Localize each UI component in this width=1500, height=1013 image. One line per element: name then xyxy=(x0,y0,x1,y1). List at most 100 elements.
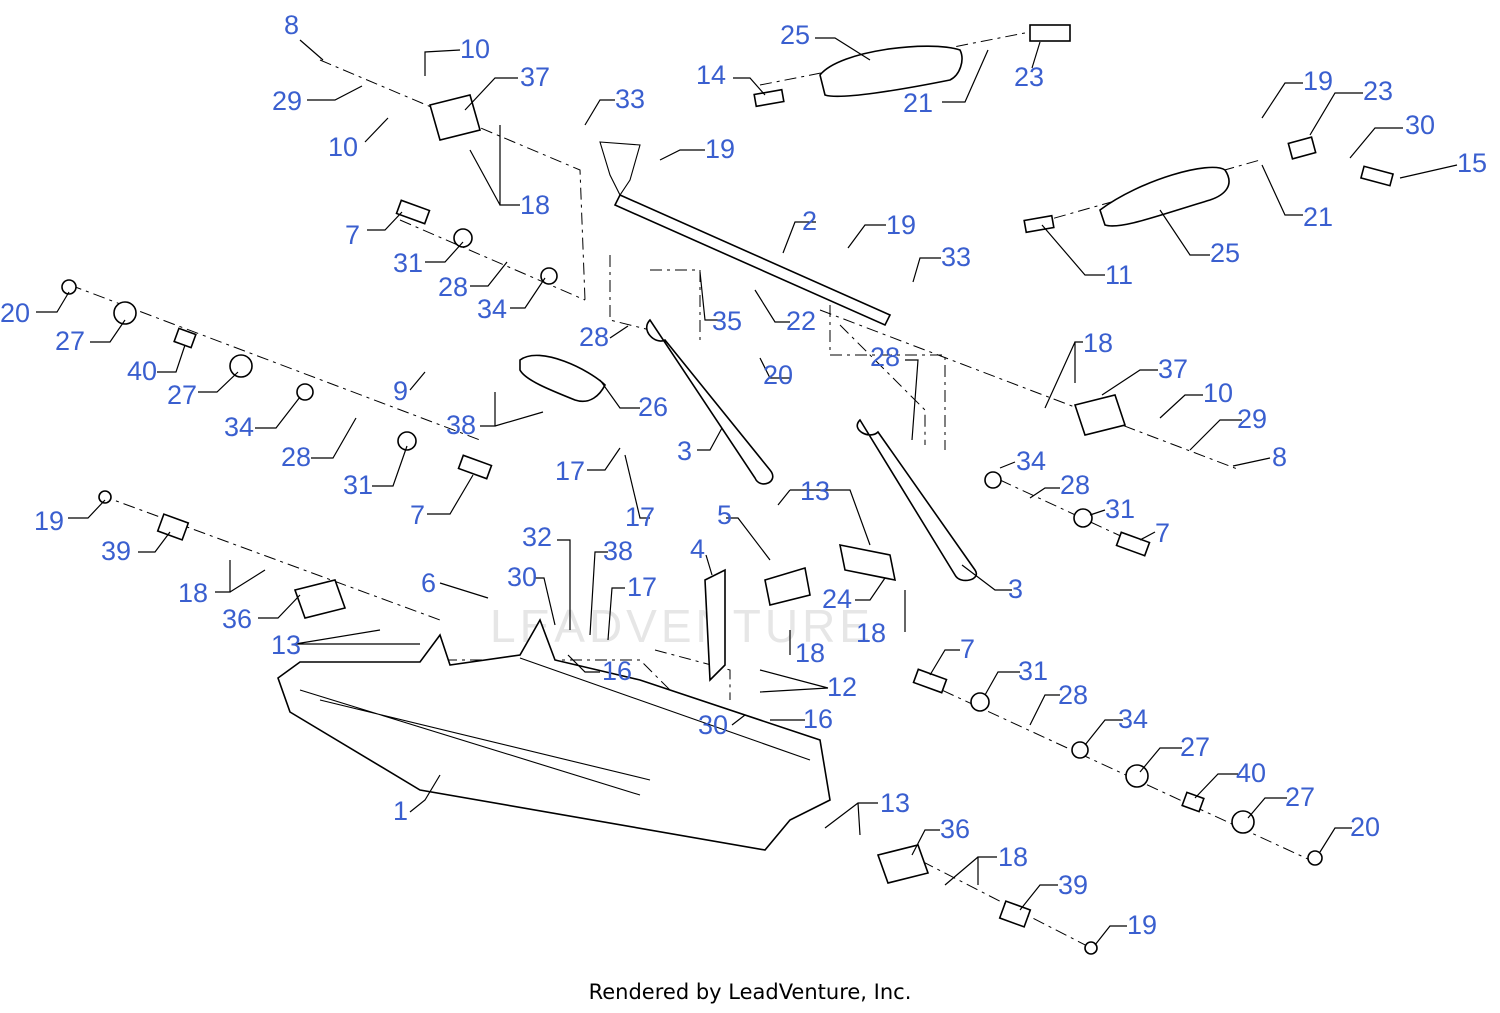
link-arm-right xyxy=(856,418,978,582)
callout-label: 10 xyxy=(328,132,358,162)
callout-label: 13 xyxy=(800,476,830,506)
callout-label: 1 xyxy=(393,796,408,826)
callout-label: 15 xyxy=(1457,148,1487,178)
flange-36-left xyxy=(293,579,347,619)
callout-label: 28 xyxy=(281,442,311,472)
callout-label: 20 xyxy=(1350,812,1380,842)
callout-label: 38 xyxy=(446,410,476,440)
part-shapes xyxy=(61,24,1395,955)
callout-label: 24 xyxy=(822,584,852,614)
link-arm-left xyxy=(645,318,774,485)
callout-label: 7 xyxy=(1155,518,1170,548)
callout-label: 39 xyxy=(1058,870,1088,900)
callout-label: 31 xyxy=(343,470,373,500)
callout-label: 17 xyxy=(627,572,657,602)
callout-label: 31 xyxy=(1018,656,1048,686)
callout-label: 27 xyxy=(55,326,85,356)
callout-labels: 8 10 37 29 10 18 33 19 25 14 21 23 19 23… xyxy=(0,10,1487,940)
callout-label: 37 xyxy=(520,62,550,92)
flange-36-right xyxy=(876,844,930,884)
callout-label: 34 xyxy=(224,412,254,442)
callout-label: 16 xyxy=(602,656,632,686)
callout-label: 18 xyxy=(178,578,208,608)
callout-label: 6 xyxy=(421,568,436,598)
callout-label: 20 xyxy=(763,360,793,390)
callout-label: 36 xyxy=(940,814,970,844)
callout-label: 27 xyxy=(167,380,197,410)
callout-label: 13 xyxy=(880,788,910,818)
footer-credit: Rendered by LeadVenture, Inc. xyxy=(588,980,912,1004)
callout-label: 28 xyxy=(1060,470,1090,500)
callout-label: 17 xyxy=(625,502,655,532)
callout-label: 19 xyxy=(34,506,64,536)
callout-label: 25 xyxy=(1210,238,1240,268)
callout-label: 3 xyxy=(1008,574,1023,604)
callout-label: 18 xyxy=(856,618,886,648)
callout-label: 2 xyxy=(802,206,817,236)
callout-label: 16 xyxy=(803,704,833,734)
callout-label: 4 xyxy=(690,534,705,564)
callout-label: 11 xyxy=(1105,260,1133,290)
callout-label: 28 xyxy=(438,272,468,302)
callout-label: 31 xyxy=(393,248,423,278)
callout-label: 35 xyxy=(712,306,742,336)
callout-label: 18 xyxy=(795,638,825,668)
callout-label: 38 xyxy=(603,536,633,566)
callout-label: 32 xyxy=(522,522,552,552)
callout-label: 37 xyxy=(1158,354,1188,384)
callout-label: 9 xyxy=(393,376,408,406)
plate-24 xyxy=(838,543,897,582)
callout-label: 8 xyxy=(1272,442,1287,472)
spring-small xyxy=(519,354,606,403)
callout-label: 36 xyxy=(222,604,252,634)
callout-label: 19 xyxy=(886,210,916,240)
callout-label: 21 xyxy=(1303,202,1333,232)
callout-label: 18 xyxy=(520,190,550,220)
spring-right xyxy=(1099,166,1230,227)
callout-label: 29 xyxy=(1237,404,1267,434)
pivot-shaft xyxy=(613,193,892,327)
callout-label: 19 xyxy=(1127,910,1157,940)
step-plate-frame xyxy=(277,618,831,851)
callout-label: 8 xyxy=(284,10,299,40)
callout-label: 29 xyxy=(272,86,302,116)
callout-label: 34 xyxy=(1118,704,1148,734)
callout-label: 27 xyxy=(1180,732,1210,762)
callout-label: 34 xyxy=(477,294,507,324)
callout-label: 28 xyxy=(579,322,609,352)
callout-label: 23 xyxy=(1014,62,1044,92)
callout-label: 31 xyxy=(1105,494,1135,524)
callout-label: 34 xyxy=(1016,446,1046,476)
callout-label: 3 xyxy=(677,436,692,466)
callout-label: 25 xyxy=(780,20,810,50)
callout-label: 39 xyxy=(101,536,131,566)
callout-label: 30 xyxy=(698,710,728,740)
callout-label: 33 xyxy=(941,242,971,272)
callout-label: 30 xyxy=(1405,110,1435,140)
callout-label: 5 xyxy=(717,500,732,530)
callout-label: 13 xyxy=(271,630,301,660)
callout-label: 22 xyxy=(786,306,816,336)
callout-label: 7 xyxy=(960,634,975,664)
callout-label: 12 xyxy=(827,672,857,702)
callout-label: 30 xyxy=(507,562,537,592)
callout-label: 10 xyxy=(1203,378,1233,408)
callout-label: 28 xyxy=(1058,680,1088,710)
callout-label: 17 xyxy=(555,456,585,486)
bracket-5 xyxy=(764,566,811,606)
callout-label: 7 xyxy=(345,220,360,250)
callout-label: 18 xyxy=(1083,328,1113,358)
callout-label: 10 xyxy=(460,34,490,64)
callout-label: 23 xyxy=(1363,76,1393,106)
callout-label: 14 xyxy=(696,60,726,90)
bracket-4 xyxy=(704,568,726,682)
callout-label: 7 xyxy=(410,500,425,530)
callout-label: 18 xyxy=(998,842,1028,872)
spring-top xyxy=(819,45,963,98)
callout-label: 21 xyxy=(903,88,933,118)
flange-37-right xyxy=(1073,394,1127,436)
callout-label: 33 xyxy=(615,84,645,114)
flange-37-left xyxy=(429,94,481,141)
callout-label: 20 xyxy=(0,298,30,328)
